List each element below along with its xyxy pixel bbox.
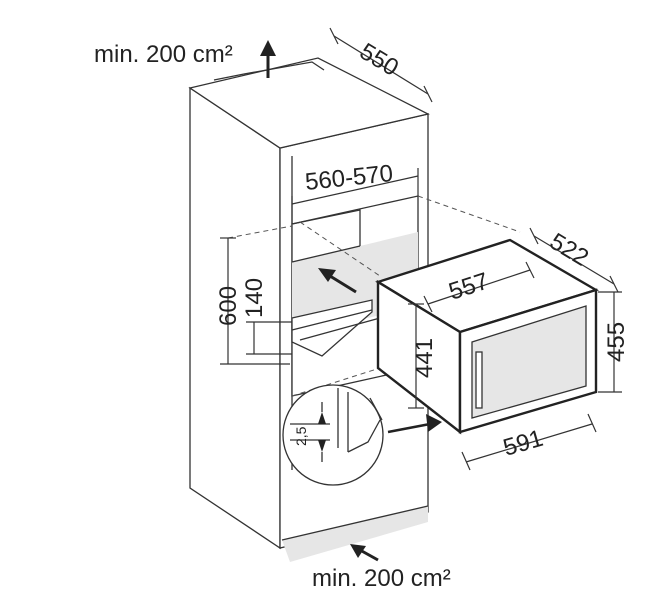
insertion-arrow-icon <box>318 268 357 294</box>
dim-441-label: 441 <box>411 338 438 378</box>
proj-line <box>291 367 381 397</box>
bottom-vent-arrow-icon <box>350 544 379 562</box>
arrow-right-icon <box>426 414 442 432</box>
vent-bottom-label: min. 200 cm² <box>312 565 451 592</box>
dim-441: 441 <box>408 303 438 409</box>
shelf-line-2 <box>299 317 381 341</box>
top-vent-slot <box>213 61 325 81</box>
detail-pointer-line <box>387 422 431 434</box>
detail-corner <box>347 419 381 453</box>
dim-591-label: 591 <box>500 425 546 462</box>
top-vent-arrow-icon <box>260 40 276 78</box>
dim-600-label: 600 <box>215 286 242 326</box>
dim-455: 455 <box>598 291 630 393</box>
bottom-vent-line <box>281 505 429 541</box>
niche-inner-edge <box>291 245 361 263</box>
gap-2-5-label: 2,5 <box>293 426 309 446</box>
dim-455-label: 455 <box>603 322 630 362</box>
niche-shelf <box>291 299 373 357</box>
dim-600: 600 <box>215 237 290 365</box>
arrow-down-icon <box>318 412 326 424</box>
bottom-vent-area <box>282 506 428 562</box>
proj-line <box>299 221 381 277</box>
gap-detail: 2,5 <box>282 384 442 486</box>
proj-line <box>417 195 521 233</box>
door-glass <box>471 305 587 419</box>
dim-140: 140 <box>241 278 292 355</box>
dim-550-label: 550 <box>355 38 403 82</box>
detail-edge <box>369 397 383 421</box>
appliance <box>375 238 599 435</box>
niche-inner-top <box>291 209 361 246</box>
door-handle <box>475 351 483 409</box>
detail-circle <box>282 384 384 486</box>
shelf-line <box>291 309 373 331</box>
vent-top-label: min. 200 cm² <box>94 41 233 68</box>
arrow-up-icon <box>318 440 326 452</box>
dim-140-label: 140 <box>241 278 268 318</box>
proj-line <box>227 225 293 239</box>
